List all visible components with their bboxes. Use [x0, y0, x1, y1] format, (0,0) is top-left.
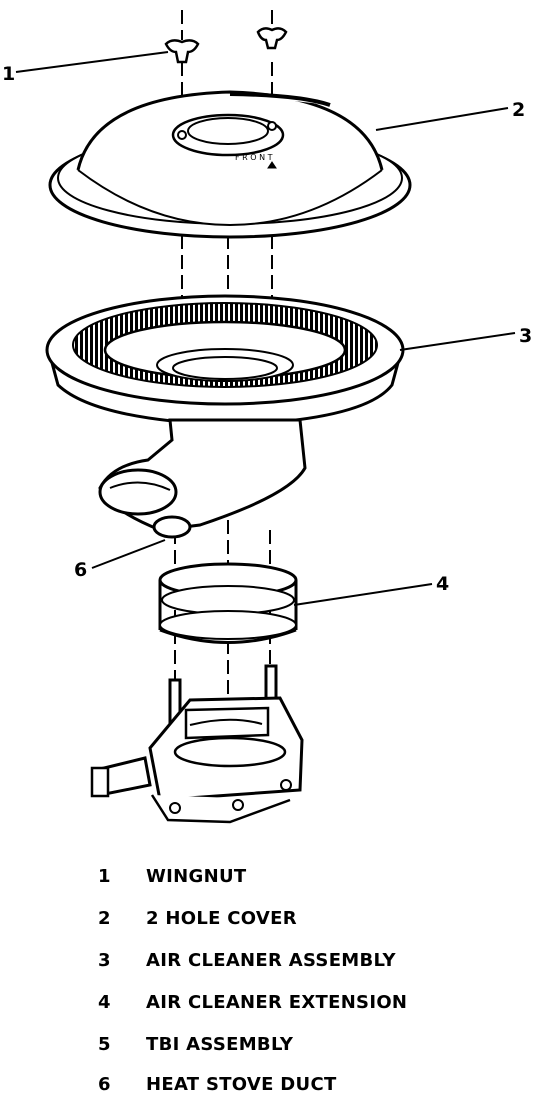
callout-6: 6 [74, 559, 87, 581]
legend-item: 6 HEAT STOVE DUCT [0, 1074, 560, 1104]
legend-label: AIR CLEANER ASSEMBLY [146, 950, 396, 971]
legend-label: HEAT STOVE DUCT [146, 1074, 337, 1095]
legend-number: 4 [98, 992, 112, 1013]
callout-1: 1 [2, 63, 15, 85]
legend-label: AIR CLEANER EXTENSION [146, 992, 408, 1013]
legend-label: TBI ASSEMBLY [146, 1034, 294, 1055]
legend-number: 5 [98, 1034, 112, 1055]
legend-item: 4 AIR CLEANER EXTENSION [0, 992, 560, 1022]
two-hole-cover: F R O N T [48, 90, 412, 239]
legend-item: 3 AIR CLEANER ASSEMBLY [0, 950, 560, 980]
heat-stove-duct [98, 418, 307, 539]
legend-number: 1 [98, 866, 112, 887]
air-cleaner-extension [158, 562, 298, 644]
legend-item: 1 WINGNUT [0, 866, 560, 896]
legend-label: WINGNUT [146, 866, 247, 887]
legend-number: 6 [98, 1074, 112, 1095]
tbi-assembly [90, 664, 304, 824]
air-cleaner-assembly [45, 294, 405, 427]
legend-number: 3 [98, 950, 112, 971]
callout-2: 2 [512, 99, 525, 121]
wingnut-left [164, 39, 200, 64]
legend-label: 2 HOLE COVER [146, 908, 297, 929]
leader-lines [15, 51, 516, 606]
callout-4: 4 [436, 573, 449, 595]
wingnut-right [256, 27, 288, 50]
callout-3: 3 [519, 325, 532, 347]
svg-text:F R O N T: F R O N T [235, 153, 273, 162]
legend-number: 2 [98, 908, 112, 929]
legend-item: 2 2 HOLE COVER [0, 908, 560, 938]
legend-item: 5 TBI ASSEMBLY [0, 1034, 560, 1064]
exploded-diagram: F R O N T [2, 10, 532, 824]
